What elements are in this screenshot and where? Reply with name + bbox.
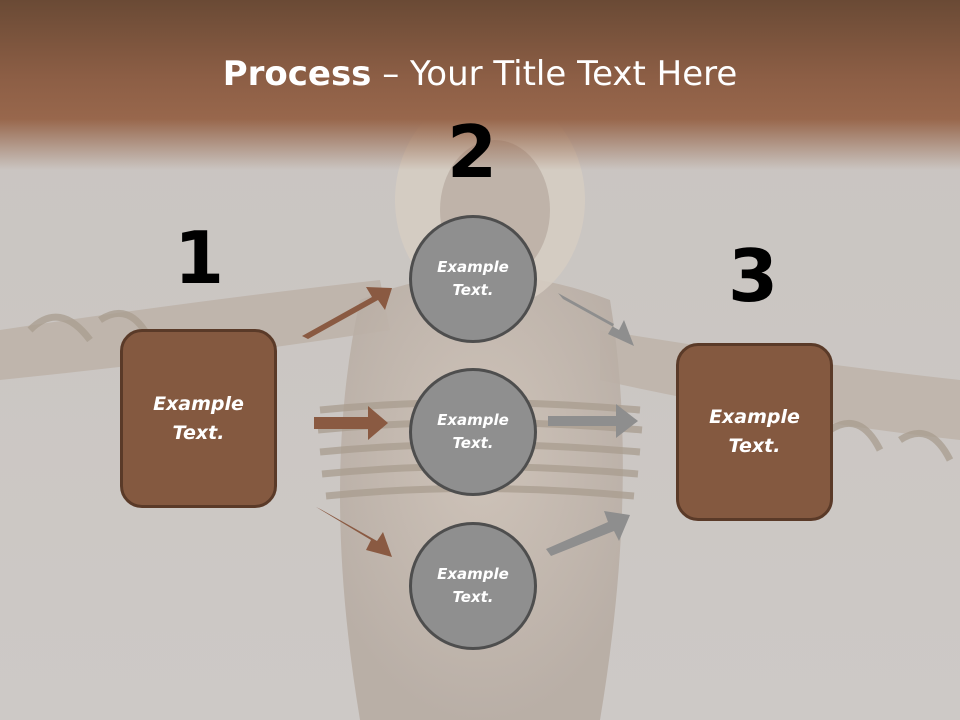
step-number-3: 3	[727, 234, 779, 318]
title-band	[0, 0, 960, 170]
arrow-top-to-3	[558, 293, 634, 346]
title-bold: Process	[222, 54, 372, 94]
arrow-1-to-top	[302, 287, 392, 339]
arrow-bottom-to-3	[546, 511, 630, 556]
title-rest: – Your Title Text Here	[371, 54, 738, 94]
slide-title: Process – Your Title Text Here	[0, 52, 960, 96]
arrow-1-to-bottom	[316, 507, 392, 557]
step-number-1: 1	[173, 216, 225, 300]
arrow-1-to-middle	[314, 406, 388, 440]
arrow-middle-to-3	[548, 404, 638, 438]
step-number-2: 2	[446, 110, 498, 194]
